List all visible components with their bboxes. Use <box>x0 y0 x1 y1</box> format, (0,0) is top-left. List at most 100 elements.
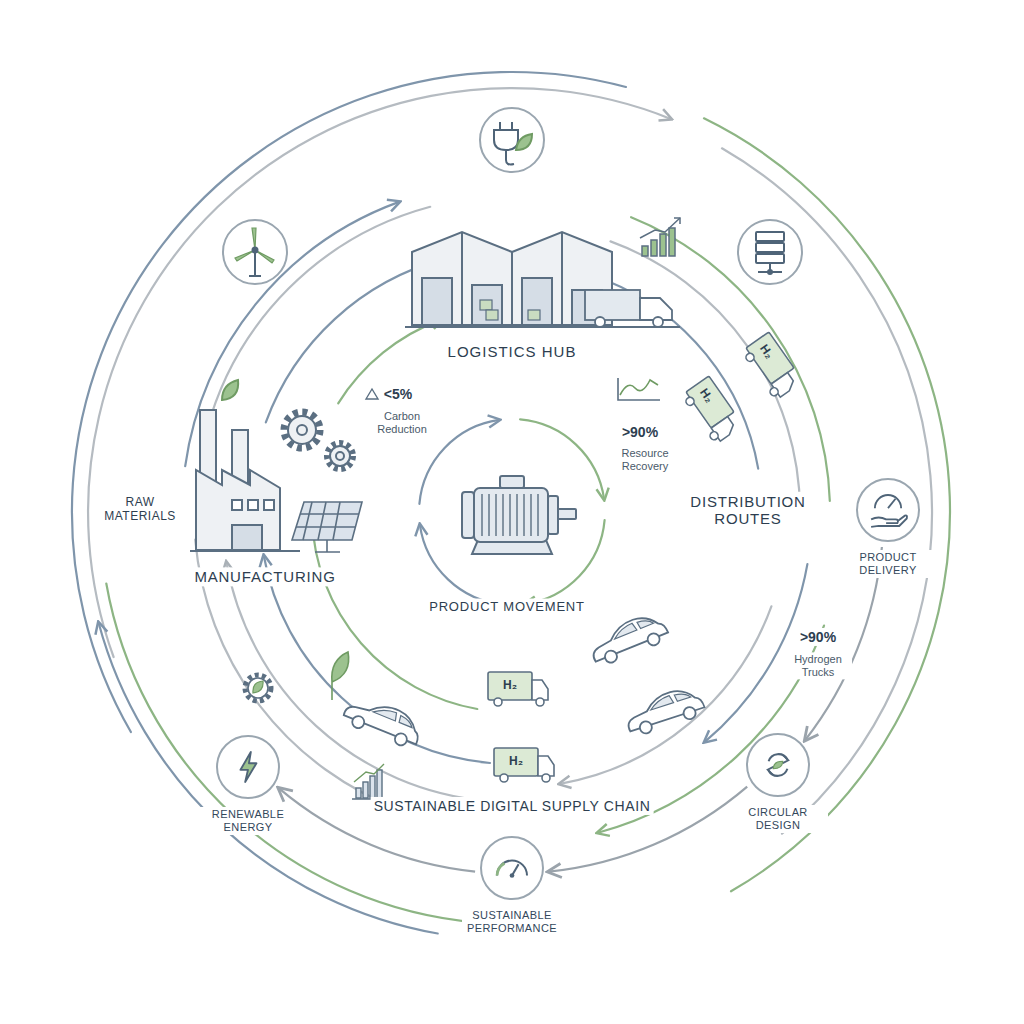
drawing-part <box>232 525 262 550</box>
drawing-part <box>315 540 340 552</box>
drawing-part <box>756 254 784 263</box>
drawing-part <box>482 494 538 536</box>
drawing-part <box>756 243 784 252</box>
drawing-part <box>660 234 666 256</box>
icon-circle: PRODUCT DELIVERY <box>856 478 920 542</box>
diagram-label: Carbon Reduction <box>364 409 440 436</box>
drawing-part <box>288 416 316 444</box>
drawing-part <box>223 220 287 284</box>
server-icon <box>738 220 802 284</box>
drawing-part <box>253 248 258 253</box>
drawing-part <box>482 838 542 898</box>
drawing-part <box>875 495 901 508</box>
drawing-part <box>756 232 784 241</box>
drawing-part <box>232 500 242 510</box>
ring-arc <box>560 606 772 783</box>
drawing-part <box>618 378 660 400</box>
ring-arc <box>72 72 626 732</box>
drawing-part <box>494 122 518 165</box>
drawing-part <box>642 246 648 256</box>
ring-arc <box>88 88 671 657</box>
motor-fin <box>537 494 538 536</box>
icon-circle: CIRCULAR DESIGN <box>746 733 810 797</box>
leaf-icon <box>332 652 349 700</box>
solar-panel <box>292 502 362 552</box>
ring-arc <box>207 207 430 430</box>
drawing-part <box>253 681 263 693</box>
drawing-part <box>472 285 502 325</box>
icon-circle: RENEWABLE ENERGY <box>216 735 280 799</box>
drawing-part <box>888 499 896 508</box>
drawing-part <box>462 232 562 325</box>
drawing-part <box>783 756 789 764</box>
node-label: SUSTAINABLE PERFORMANCE <box>462 908 562 936</box>
wind-turbine-icon <box>223 220 287 284</box>
drawing-part <box>190 550 300 552</box>
diagram-label: MANUFACTURING <box>191 567 338 586</box>
drawing-part <box>336 452 344 460</box>
motor-fin <box>481 494 482 536</box>
drawing-part <box>327 443 353 469</box>
drawing-part <box>558 509 576 519</box>
drawing-part <box>595 317 605 327</box>
drawing-part <box>354 764 384 782</box>
drawing-part <box>651 240 657 256</box>
plug-icon <box>480 108 544 172</box>
motor-fin <box>488 494 489 536</box>
diagram-label: DISTRIBUTION ROUTES <box>670 492 826 529</box>
line-chart-icon <box>618 378 660 400</box>
motor-fin <box>502 494 503 536</box>
drawing-part <box>248 678 268 698</box>
truck-label: H₂ <box>508 755 524 769</box>
drawing-part <box>871 515 907 526</box>
motor-fin <box>523 494 524 536</box>
diagram-label: RAW MATERIALS <box>95 495 185 525</box>
drawing-part <box>585 290 640 320</box>
drawing-part <box>222 380 238 400</box>
drawing-part <box>500 476 524 488</box>
node-label: CIRCULAR DESIGN <box>728 805 828 833</box>
drawing-part <box>620 380 658 395</box>
drawing-part <box>669 228 675 256</box>
drawing-part <box>241 752 257 782</box>
drawing-part <box>296 502 359 540</box>
drawing-part <box>363 782 368 798</box>
drawing-part <box>548 496 558 534</box>
drawing-part <box>674 218 680 224</box>
truck-label: H₂ <box>756 341 776 362</box>
drawing-part <box>480 108 544 172</box>
icon-circle: SUSTAINABLE PERFORMANCE <box>480 836 544 900</box>
drawing-part <box>235 228 274 263</box>
drawing-part <box>510 873 515 878</box>
gears <box>284 412 353 469</box>
node-label: PRODUCT DELIVERY <box>838 550 938 578</box>
drawing-part <box>462 492 474 538</box>
drawing-part <box>330 446 350 466</box>
ring-arc <box>338 319 442 403</box>
drawing-part <box>196 470 280 550</box>
drawing-part <box>640 218 680 238</box>
electric-car <box>341 692 426 751</box>
drawing-part <box>245 675 271 701</box>
diagram-label: >90% <box>619 423 661 441</box>
hydrogen-truck <box>681 376 743 445</box>
ring-arcs <box>72 72 950 934</box>
ring-arc <box>106 584 476 923</box>
drawing-part <box>297 425 307 435</box>
drawing-part <box>768 270 772 274</box>
drawing-part <box>356 788 361 798</box>
diagram-label: PRODUCT MOVEMENT <box>426 599 588 616</box>
bar-chart-icon <box>352 764 386 799</box>
hydrogen-truck <box>494 748 554 782</box>
drawing-part <box>528 310 540 320</box>
drawing-part <box>422 278 452 325</box>
motor-fin <box>516 494 517 536</box>
motor-fin <box>495 494 496 536</box>
drawing-part <box>773 761 782 769</box>
drawing-part <box>264 500 274 510</box>
drawing-part <box>377 770 382 798</box>
truck-label: H₂ <box>696 385 716 406</box>
diagram-label: Hydrogen Trucks <box>784 652 852 679</box>
diagram-label: >90% <box>797 628 839 646</box>
